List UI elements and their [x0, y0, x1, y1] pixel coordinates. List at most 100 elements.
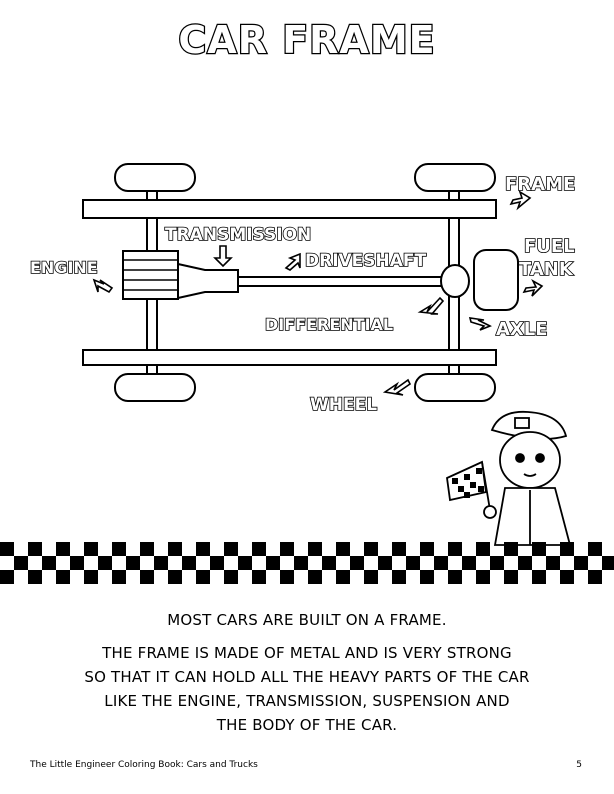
checker-square [532, 542, 546, 556]
checker-square [56, 570, 70, 584]
footer-book-title: The Little Engineer Coloring Book: Cars … [30, 760, 258, 770]
checker-square [0, 542, 14, 556]
checker-square [84, 542, 98, 556]
checker-square [0, 570, 14, 584]
label-axle: AXLE [496, 319, 548, 340]
checker-square [308, 542, 322, 556]
checker-square [154, 556, 168, 570]
checker-square [420, 570, 434, 584]
checker-square [476, 542, 490, 556]
checker-square [504, 542, 518, 556]
description-line: LIKE THE ENGINE, TRANSMISSION, SUSPENSIO… [104, 692, 510, 710]
description-paragraph: THE FRAME IS MADE OF METAL AND IS VERY S… [0, 641, 614, 737]
checker-square [378, 556, 392, 570]
checker-square [224, 542, 238, 556]
label-tank: TANK [519, 259, 574, 280]
wheel-rear-left [114, 373, 196, 402]
description-line: SO THAT IT CAN HOLD ALL THE HEAVY PARTS … [84, 668, 530, 686]
label-engine: ENGINE [30, 258, 98, 277]
wheel-rear-right [414, 373, 496, 402]
fuel-tank-shape [473, 249, 519, 311]
label-frame: FRAME [505, 174, 575, 195]
checker-square [70, 556, 84, 570]
checker-square [574, 556, 588, 570]
checker-square [266, 556, 280, 570]
checker-square [126, 556, 140, 570]
checker-square [392, 570, 406, 584]
checker-square [588, 542, 602, 556]
checker-square [84, 570, 98, 584]
checker-square [224, 570, 238, 584]
checker-square [140, 570, 154, 584]
label-differential: DIFFERENTIAL [265, 315, 393, 334]
intro-sentence: MOST CARS ARE BUILT ON A FRAME. [167, 611, 447, 629]
checker-square [56, 542, 70, 556]
description-line: THE BODY OF THE CAR. [216, 716, 398, 734]
arrow-axle-icon [468, 317, 492, 331]
checker-square [308, 570, 322, 584]
checker-square [336, 542, 350, 556]
checker-square [252, 570, 266, 584]
checker-square [532, 570, 546, 584]
checker-square [28, 542, 42, 556]
checker-square [112, 542, 126, 556]
checker-square [168, 542, 182, 556]
checker-square [518, 556, 532, 570]
checker-square [238, 556, 252, 570]
transmission-shape [177, 262, 239, 300]
label-driveshaft: DRIVESHAFT [305, 251, 427, 271]
checker-square [364, 570, 378, 584]
checker-square [112, 570, 126, 584]
checker-square [420, 542, 434, 556]
page-title: CAR FRAME [177, 17, 436, 64]
checker-square [140, 542, 154, 556]
flag-boy-illustration [446, 410, 572, 546]
checker-square [448, 542, 462, 556]
label-fuel: FUEL [524, 236, 575, 257]
checker-square [476, 570, 490, 584]
label-wheel: WHEEL [310, 395, 377, 415]
arrow-driveshaft-icon [284, 252, 301, 271]
checker-square [602, 556, 614, 570]
checker-square [294, 556, 308, 570]
checker-square [14, 556, 28, 570]
checker-square [364, 542, 378, 556]
wheel-front-left [114, 163, 196, 192]
checker-square [168, 570, 182, 584]
checker-square [28, 570, 42, 584]
driveshaft-shape [237, 276, 444, 287]
description-line: THE FRAME IS MADE OF METAL AND IS VERY S… [102, 644, 512, 662]
arrow-frame-icon [509, 190, 532, 211]
checker-square [448, 570, 462, 584]
checker-square [196, 570, 210, 584]
arrow-engine-icon [92, 278, 114, 294]
checker-square [280, 542, 294, 556]
label-transmission: TRANSMISSION [165, 225, 311, 245]
wheel-front-right [414, 163, 496, 192]
arrow-differential-icon [417, 296, 445, 315]
checkered-flag-strip [0, 542, 614, 584]
checker-square [98, 556, 112, 570]
frame-rail-bottom [82, 349, 497, 366]
arrow-transmission-icon [213, 245, 233, 268]
checker-square [210, 556, 224, 570]
frame-rail-top [82, 199, 497, 219]
arrow-wheel-icon [382, 378, 412, 396]
checker-square [350, 556, 364, 570]
checker-square [252, 542, 266, 556]
arrow-fuel-tank-icon [522, 279, 544, 297]
checker-square [560, 542, 574, 556]
checker-square [406, 556, 420, 570]
checker-square [462, 556, 476, 570]
checker-square [280, 570, 294, 584]
checker-square [546, 556, 560, 570]
checker-square [42, 556, 56, 570]
checker-square [322, 556, 336, 570]
checker-square [336, 570, 350, 584]
checker-square [182, 556, 196, 570]
differential-shape [440, 264, 470, 298]
checker-square [434, 556, 448, 570]
footer-page-number: 5 [576, 760, 582, 770]
engine-shape [122, 250, 179, 300]
